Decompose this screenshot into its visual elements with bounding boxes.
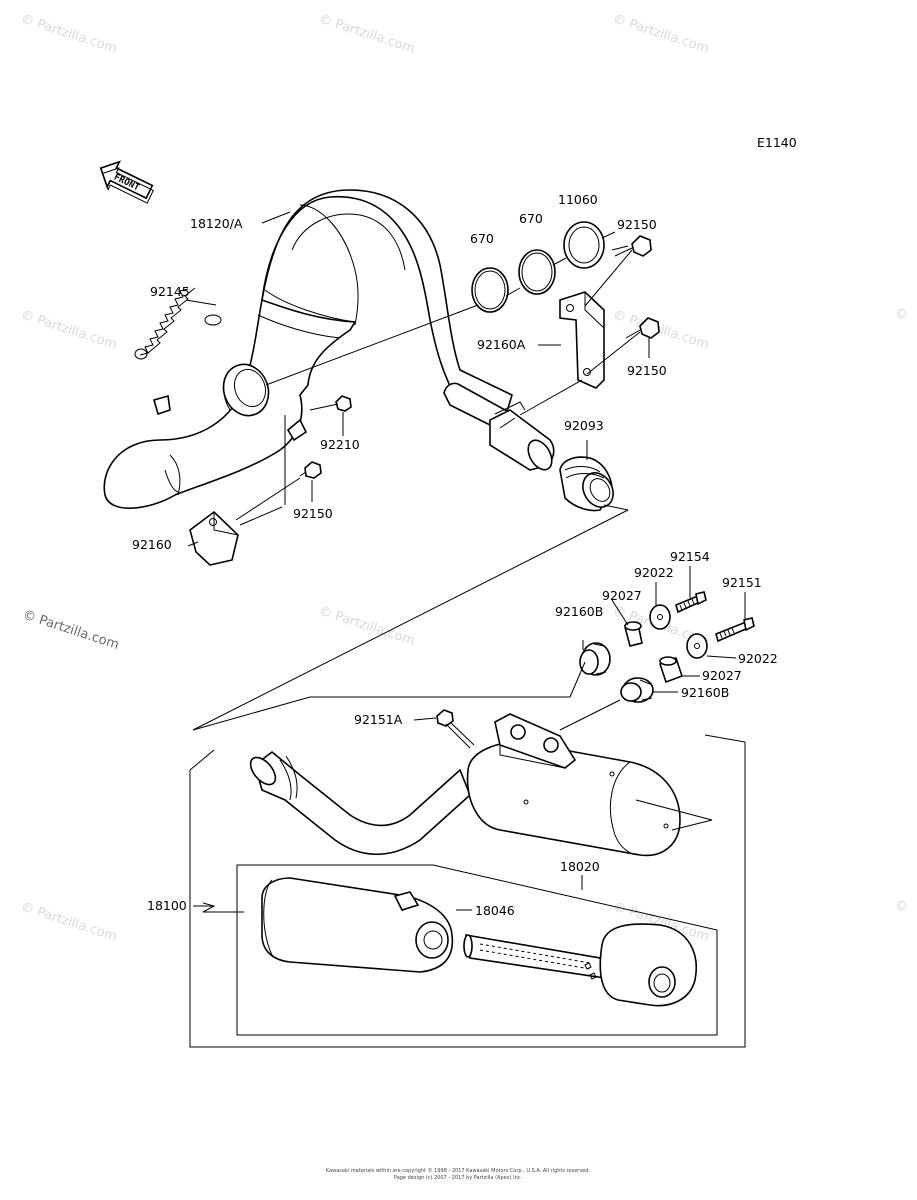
label-92093: 92093 (564, 418, 604, 433)
label-18020: 18020 (560, 859, 600, 874)
label-92150-mid: 92150 (627, 363, 667, 378)
label-670-left: 670 (470, 231, 494, 246)
bolt-92154 (675, 591, 707, 614)
label-92150-top: 92150 (617, 217, 657, 232)
bolt-92151a (436, 709, 475, 749)
label-92022-lower: 92022 (738, 651, 778, 666)
footer-copyright: Kawasaki materials within are copyright … (326, 1167, 591, 1181)
footer-line-2: Page design (c) 2007 - 2017 by Partzilla… (394, 1175, 523, 1181)
label-92022-upper: 92022 (634, 565, 674, 580)
collar-92027-upper (624, 621, 643, 647)
watermark: © Partzilla.com (317, 12, 417, 57)
grommet-92160b-lower (620, 677, 654, 703)
watermark: © (895, 899, 908, 914)
bolt-92210 (335, 395, 352, 412)
label-92151: 92151 (722, 575, 762, 590)
watermark: © Partzilla.com (19, 308, 119, 353)
watermark-prominent: © Partzilla.com (21, 608, 121, 653)
grommet-92160b-upper (579, 642, 611, 676)
diagram-code: E1140 (757, 135, 797, 150)
label-92160a: 92160A (477, 337, 526, 352)
bolt-92150-top (614, 235, 652, 257)
washer-92022-lower (686, 633, 708, 659)
label-92027-upper: 92027 (602, 588, 642, 603)
watermark: © (895, 307, 908, 322)
part-labels: 18120/A 670 670 11060 92150 92145 92160A… (132, 192, 778, 918)
bolt-92150-low (299, 461, 322, 479)
watermark: © Partzilla.com (611, 12, 711, 57)
label-92160: 92160 (132, 537, 172, 552)
label-92160b-upper: 92160B (555, 604, 603, 619)
bolt-92150-mid (625, 317, 660, 339)
label-92150-low: 92150 (293, 506, 333, 521)
gasket-11060 (563, 221, 605, 269)
label-18120a: 18120/A (190, 216, 243, 231)
damper-92093-drawing (559, 456, 614, 512)
gasket-670-right (518, 249, 556, 295)
gasket-670-left (471, 267, 509, 313)
watermark: © Partzilla.com (611, 308, 711, 353)
label-670-right: 670 (519, 211, 543, 226)
bracket-92160a-drawing (559, 291, 605, 389)
washer-92022-upper (649, 604, 671, 630)
silencer-internals-drawing (261, 877, 697, 1007)
front-arrow-icon: FRONT (99, 160, 154, 204)
footer-line-1: Kawasaki materials within are copyright … (326, 1167, 591, 1174)
label-92027-lower: 92027 (702, 668, 742, 683)
label-92154: 92154 (670, 549, 710, 564)
label-92160b-lower: 92160B (681, 685, 729, 700)
watermark: © Partzilla.com (19, 12, 119, 57)
label-92210: 92210 (320, 437, 360, 452)
muffler-frame (189, 696, 746, 1048)
silencer-inner-frame (236, 864, 718, 1036)
label-18100: 18100 (147, 898, 187, 913)
label-18046: 18046 (475, 903, 515, 918)
collar-92027-lower (658, 656, 684, 684)
header-pipe-drawing (103, 189, 555, 509)
watermark: © Partzilla.com (19, 900, 119, 945)
label-11060: 11060 (558, 192, 598, 207)
label-92145: 92145 (150, 284, 190, 299)
spring-92145-drawing (134, 287, 222, 360)
bracket-92160-drawing (189, 510, 239, 566)
bolt-92151 (715, 617, 755, 643)
muffler-drawing (249, 713, 713, 857)
lower-leader-lines (193, 566, 746, 913)
label-92151a: 92151A (354, 712, 403, 727)
upper-leader-lines (185, 211, 650, 731)
